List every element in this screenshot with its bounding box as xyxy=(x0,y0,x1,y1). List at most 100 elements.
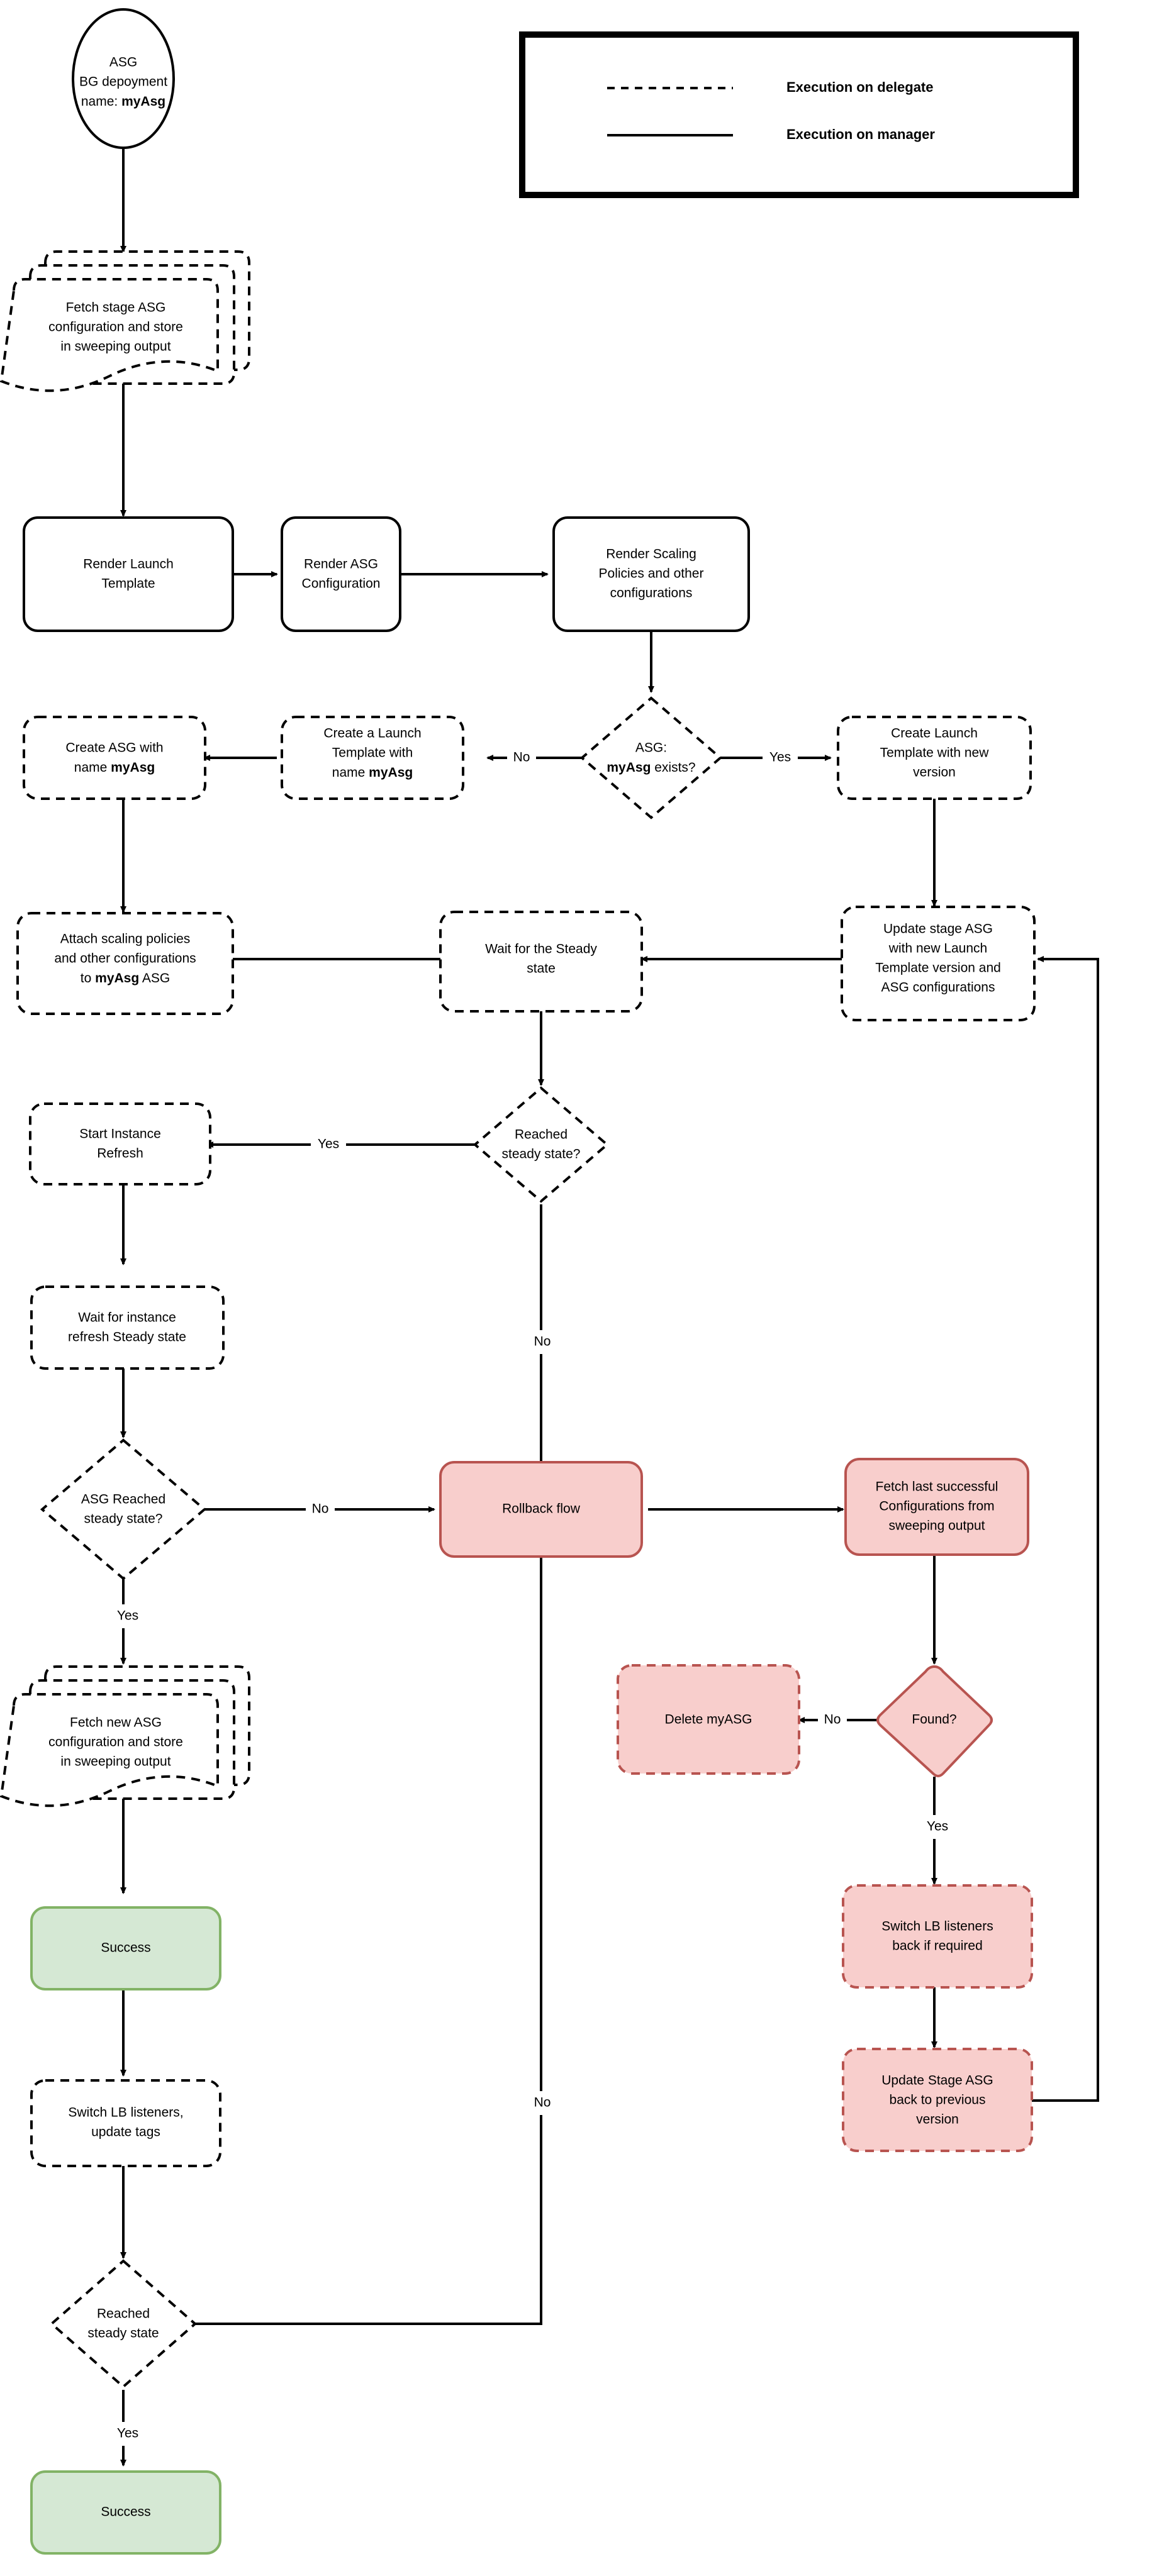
reached-steady-diamond xyxy=(473,1086,610,1203)
rollback-flow-box xyxy=(439,1461,643,1558)
create-lt-myasg-label-line2: Template with xyxy=(332,746,413,760)
asg-reached-label-line1: ASG Reached xyxy=(81,1492,165,1507)
edge-label-no-3: No xyxy=(312,1502,329,1516)
edge-reachedfinal-no xyxy=(195,1527,544,2325)
edge-label-no-4: No xyxy=(824,1713,841,1727)
node-wait-steady-state[interactable]: Wait for the Steady state xyxy=(439,911,643,1013)
reached-steady-label-line1: Reached xyxy=(515,1128,568,1142)
success-1-box xyxy=(30,1906,221,1990)
asg-exists-diamond xyxy=(579,696,723,819)
render-scaling-label-line1: Render Scaling xyxy=(606,547,696,562)
update-stage-label-line4: ASG configurations xyxy=(881,980,995,995)
switch-lb-box xyxy=(30,2079,221,2167)
wait-refresh-box xyxy=(30,1285,225,1370)
create-lt-myasg-label-line1: Create a Launch xyxy=(323,726,421,741)
fetch-new-label-line3: in sweeping output xyxy=(60,1755,171,1769)
node-decision-found[interactable]: Found? xyxy=(876,1665,993,1777)
rollback-flow-label: Rollback flow xyxy=(502,1502,581,1516)
edges xyxy=(120,123,1099,2467)
render-scaling-box xyxy=(552,516,750,632)
update-stage-label-line1: Update stage ASG xyxy=(883,922,993,936)
node-decision-asg-exists[interactable]: ASG: myAsg exists? xyxy=(579,696,723,819)
create-lt-myasg-box xyxy=(281,716,464,800)
edge-label-yes-4: Yes xyxy=(927,1819,948,1834)
node-decision-reached-steady-state[interactable]: Reached steady state? xyxy=(473,1086,610,1203)
node-fetch-stage-asg[interactable]: Fetch stage ASG configuration and store … xyxy=(0,250,250,392)
node-render-asg-configuration[interactable]: Render ASG Configuration xyxy=(281,516,401,632)
start-label-line1: ASG xyxy=(109,55,137,70)
edge-label-yes-2: Yes xyxy=(318,1137,339,1152)
node-create-launch-template-new-version[interactable]: Create Launch Template with new version xyxy=(837,716,1032,800)
node-render-scaling-policies[interactable]: Render Scaling Policies and other config… xyxy=(552,516,750,632)
node-create-launch-template-myasg[interactable]: Create a Launch Template with name myAsg xyxy=(281,716,464,800)
wait-steady-box xyxy=(439,911,643,1013)
node-create-asg[interactable]: Create ASG with name myAsg xyxy=(23,716,206,800)
delete-myasg-box xyxy=(617,1664,800,1775)
start-refresh-label-line1: Start Instance xyxy=(79,1127,161,1141)
node-decision-asg-reached-steady[interactable]: ASG Reached steady state? xyxy=(40,1438,207,1580)
reached-steady-label-line2: steady state? xyxy=(502,1147,581,1162)
switch-lb-back-box xyxy=(842,1884,1033,1989)
update-stage-asg-box xyxy=(841,906,1036,1021)
update-stage-label-line2: with new Launch xyxy=(888,941,987,956)
create-lt-new-box xyxy=(837,716,1032,800)
node-wait-instance-refresh[interactable]: Wait for instance refresh Steady state xyxy=(30,1285,225,1370)
switch-lb-label-line2: update tags xyxy=(91,2125,160,2140)
node-update-stage-asg[interactable]: Update stage ASG with new Launch Templat… xyxy=(841,906,1036,1021)
update-stage-label-line3: Template version and xyxy=(875,961,1001,975)
create-lt-myasg-label-line3: name myAsg xyxy=(332,765,413,780)
reached-final-label-line2: steady state xyxy=(87,2326,159,2341)
attach-policies-label-line2: and other configurations xyxy=(54,952,196,966)
node-switch-lb-back[interactable]: Switch LB listeners back if required xyxy=(842,1884,1033,1989)
node-switch-lb-listeners[interactable]: Switch LB listeners, update tags xyxy=(30,2079,221,2167)
fetch-last-label-line1: Fetch last successful xyxy=(876,1480,998,1494)
node-success-1[interactable]: Success xyxy=(30,1906,221,1990)
success-1-label: Success xyxy=(101,1941,150,1955)
fetch-last-label-line3: sweeping output xyxy=(889,1519,985,1533)
legend-border xyxy=(519,31,1079,198)
create-asg-box xyxy=(23,716,206,800)
create-lt-new-label-line3: version xyxy=(913,765,956,780)
start-label-line3: name: myAsg xyxy=(81,94,165,109)
node-success-2[interactable]: Success xyxy=(30,2470,221,2555)
render-asg-box xyxy=(281,516,401,632)
attach-policies-box xyxy=(16,912,234,1015)
node-rollback-flow[interactable]: Rollback flow xyxy=(439,1461,643,1558)
wait-refresh-label-line1: Wait for instance xyxy=(78,1311,176,1325)
render-scaling-label-line2: Policies and other xyxy=(599,567,704,581)
node-fetch-last-successful[interactable]: Fetch last successful Configurations fro… xyxy=(844,1458,1029,1556)
wait-steady-label-line2: state xyxy=(527,962,556,976)
switch-lb-label-line1: Switch LB listeners, xyxy=(68,2106,183,2120)
edge-label-no-1: No xyxy=(513,750,530,765)
fetch-new-label-line2: configuration and store xyxy=(48,1735,183,1750)
node-delete-myasg[interactable]: Delete myASG xyxy=(617,1664,800,1775)
start-refresh-label-line2: Refresh xyxy=(97,1146,143,1161)
update-stage-back-label-line1: Update Stage ASG xyxy=(881,2074,993,2088)
create-lt-new-label-line1: Create Launch xyxy=(891,726,978,741)
edge-label-no-2: No xyxy=(534,1335,551,1349)
edge-label-yes-final: Yes xyxy=(117,2426,138,2441)
node-update-stage-back[interactable]: Update Stage ASG back to previous versio… xyxy=(842,2048,1033,2152)
render-asg-label-line1: Render ASG xyxy=(304,557,378,572)
node-fetch-new-asg[interactable]: Fetch new ASG configuration and store in… xyxy=(0,1665,250,1807)
render-scaling-label-line3: configurations xyxy=(610,586,693,601)
node-attach-scaling-policies[interactable]: Attach scaling policies and other config… xyxy=(16,912,234,1015)
node-decision-reached-steady-final[interactable]: Reached steady state xyxy=(49,2259,198,2389)
update-stage-back-label-line2: back to previous xyxy=(890,2093,986,2107)
asg-exists-label-line2: myAsg exists? xyxy=(607,760,695,775)
fetch-stage-label-line2: configuration and store xyxy=(48,320,183,335)
fetch-last-successful-box xyxy=(844,1458,1029,1556)
start-ellipse xyxy=(72,8,175,149)
edge-updateback-loop-to-updatestage xyxy=(1032,956,1099,2102)
node-start-instance-refresh[interactable]: Start Instance Refresh xyxy=(29,1102,211,1185)
render-asg-label-line2: Configuration xyxy=(302,577,381,591)
reached-final-diamond xyxy=(49,2259,198,2389)
edge-label-no-5: No xyxy=(534,2096,551,2110)
delete-myasg-label: Delete myASG xyxy=(665,1713,752,1727)
render-lt-label-line1: Render Launch xyxy=(83,557,174,572)
reached-final-label-line1: Reached xyxy=(97,2307,150,2321)
node-render-launch-template[interactable]: Render Launch Template xyxy=(23,516,234,632)
node-start[interactable]: ASG BG depoyment name: myAsg xyxy=(72,8,175,149)
